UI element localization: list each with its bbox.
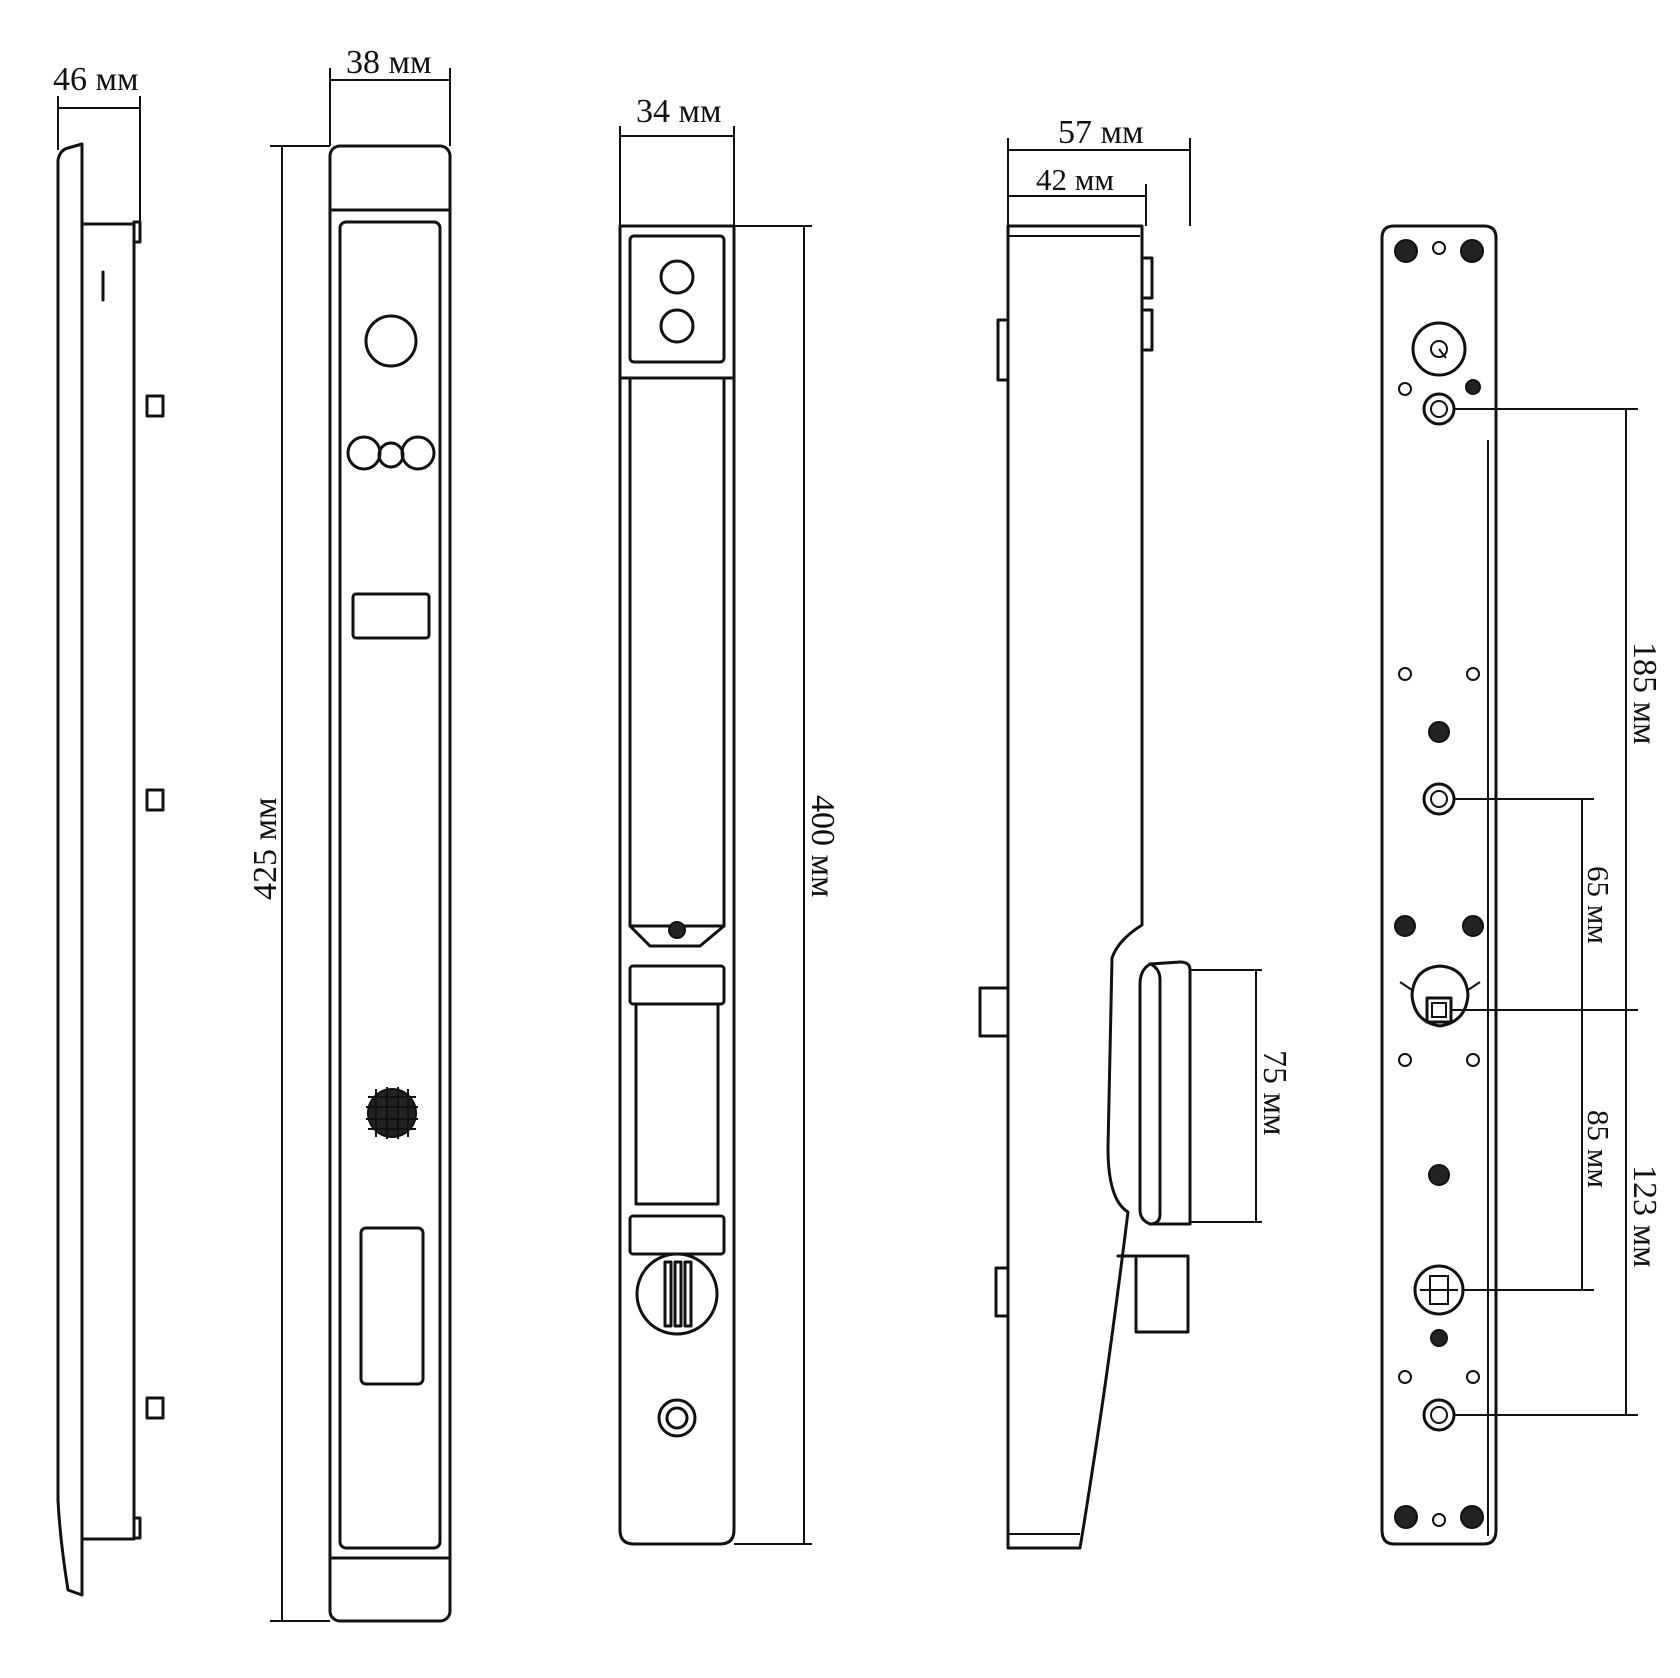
profile-latch-lower (994, 1266, 1010, 1318)
mounting-plate-view: 185 мм 65 мм 85 мм 123 мм (1380, 224, 1663, 1546)
mount-upper-spacing-label: 185 мм (1626, 642, 1663, 745)
plate-screw-top-left (1394, 239, 1418, 263)
plate-hole-left-a (1398, 382, 1412, 396)
profile-total-depth-label: 57 мм (1058, 114, 1144, 151)
plate-cylinder-bottom (1413, 1264, 1465, 1316)
plate-hole-bottom (1432, 1513, 1446, 1527)
handle-length-label: 75 мм (1256, 1050, 1293, 1136)
plate-hole-left-c (1398, 1053, 1412, 1067)
plate-cylinder-top (1411, 321, 1467, 377)
plate-screw-right-a (1465, 379, 1481, 395)
side-view: 46 мм (53, 61, 165, 1597)
plate-screw-top-right (1460, 239, 1484, 263)
back-key-cylinder (657, 1398, 697, 1438)
plate-mount-2 (1422, 782, 1456, 816)
mount-middle-spacing-label: 65 мм (1581, 866, 1616, 944)
back-hole-top (659, 259, 695, 295)
speaker-grille (366, 1087, 418, 1139)
profile-bolt (1134, 1254, 1190, 1334)
keypad-window (359, 1226, 425, 1386)
front-width-label: 38 мм (346, 44, 432, 81)
plate-screw-mid-right (1462, 915, 1484, 937)
plate-spindle (1399, 964, 1481, 1028)
plate-hole-left-d (1398, 1370, 1412, 1384)
back-screw-upper (668, 921, 686, 939)
back-hole-second (659, 308, 695, 344)
plate-screw-mid-left (1394, 915, 1416, 937)
plate-screw-mid-b (1428, 1164, 1450, 1186)
plate-hole-right-b (1466, 667, 1480, 681)
button-right (400, 435, 436, 471)
plate-screw-bottom-right (1460, 1505, 1484, 1529)
button-middle (377, 441, 405, 469)
display-window (351, 592, 431, 640)
plate-hole-right-d (1466, 1370, 1480, 1384)
profile-view: 57 мм 42 мм 75 мм (978, 114, 1293, 1550)
plate-hole-left-b (1398, 667, 1412, 681)
plate-screw-bottom-left (1394, 1505, 1418, 1529)
back-view: 34 мм 400 мм (618, 93, 841, 1546)
thumb-turn (635, 1252, 719, 1336)
button-left (346, 435, 382, 471)
front-height-label: 425 мм (247, 797, 284, 900)
mount-bottom-spacing-label: 123 мм (1626, 1165, 1663, 1268)
profile-latch-upper (978, 986, 1010, 1038)
plate-mount-3 (1422, 1398, 1456, 1432)
side-depth-label: 46 мм (53, 61, 139, 98)
plate-hole-top (1432, 241, 1446, 255)
plate-screw-mid-a (1428, 721, 1450, 743)
plate-screw-low (1430, 1329, 1448, 1347)
back-width-label: 34 мм (636, 93, 722, 130)
front-view: 38 мм 425 мм (247, 44, 452, 1623)
fingerprint-sensor (364, 314, 418, 368)
handle (1138, 960, 1192, 1226)
mount-lower-spacing-label: 85 мм (1581, 1110, 1616, 1188)
back-height-label: 400 мм (804, 795, 841, 898)
plate-hole-right-c (1466, 1053, 1480, 1067)
profile-body-depth-label: 42 мм (1036, 162, 1114, 197)
plate-mount-1 (1422, 392, 1456, 426)
